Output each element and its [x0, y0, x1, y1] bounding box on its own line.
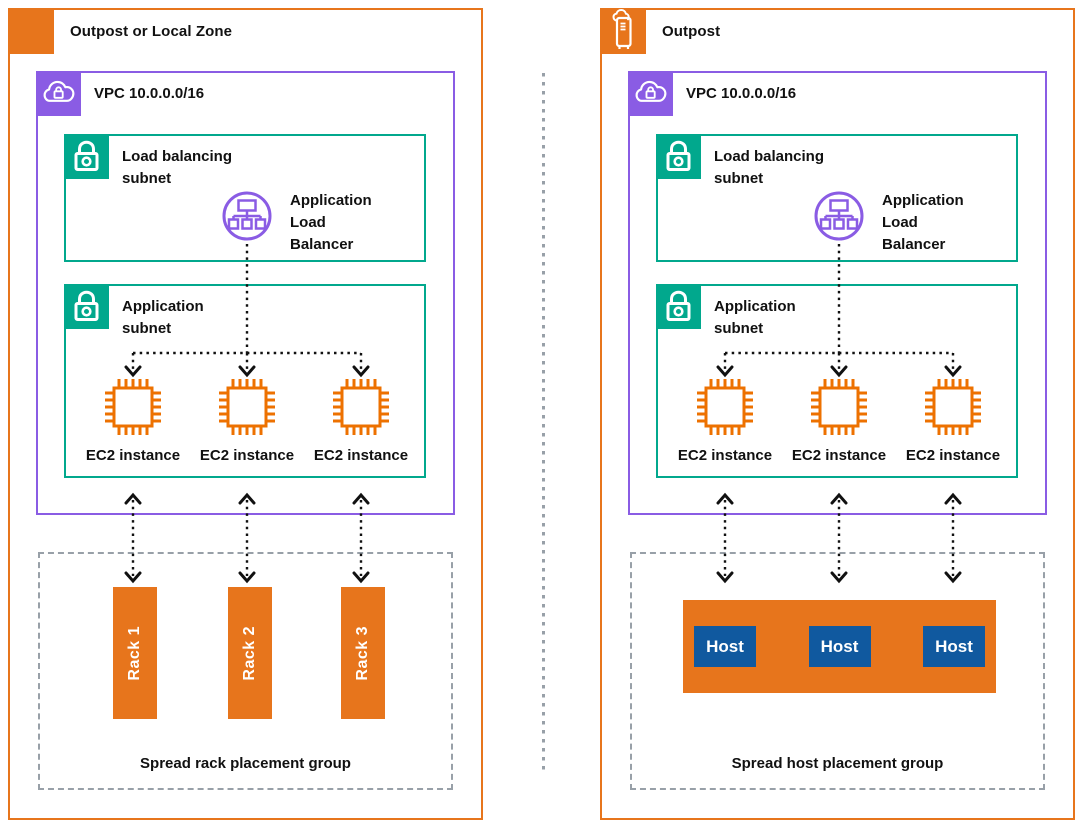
rack-label: Rack 1: [126, 625, 143, 681]
subnet-lock-icon: [64, 284, 109, 329]
outpost-or-local-zone-panel: Outpost or Local Zone VPC 10.0.0.0/16 Lo…: [8, 8, 483, 820]
subnet-label: Application subnet: [122, 298, 204, 337]
ec2-chip-icon: [216, 376, 278, 438]
ec2-instance: EC2 instance: [779, 376, 899, 464]
host-label: Host: [820, 636, 859, 656]
rack-bar: Rack 1: [113, 587, 157, 719]
subnet-lock-icon: [656, 284, 701, 329]
ec2-chip-icon: [694, 376, 756, 438]
ec2-instance: EC2 instance: [73, 376, 193, 464]
rack-bar: Rack 2: [228, 587, 272, 719]
outpost-panel: Outpost VPC 10.0.0.0/16 Load balancing s…: [600, 8, 1075, 820]
vpc-cidr-label: VPC 10.0.0.0/16: [686, 85, 797, 102]
vpc-cloud-icon: [628, 71, 673, 116]
vpc-cloud-icon: [36, 71, 81, 116]
host-label: Host: [706, 636, 744, 656]
rack-label: Rack 3: [354, 625, 371, 681]
spread-host-placement-group: Host Host Host Spread host placement gro…: [630, 552, 1045, 790]
host-box: Host: [694, 626, 756, 667]
load-balancer-icon: [813, 190, 865, 242]
outposts-icon: [600, 8, 646, 54]
vpc-container: VPC 10.0.0.0/16 Load balancing subnet Ap…: [36, 71, 455, 515]
ec2-chip-icon: [922, 376, 984, 438]
vpc-container: VPC 10.0.0.0/16 Load balancing subnet Ap…: [628, 71, 1047, 515]
ec2-instance: EC2 instance: [665, 376, 785, 464]
load-balancer-icon: [221, 190, 273, 242]
alb-label: Application Load Balancer: [290, 192, 372, 253]
host-box: Host: [923, 626, 985, 667]
ec2-chip-icon: [102, 376, 164, 438]
application-subnet: Application subnet EC2 instance EC2 inst…: [656, 284, 1018, 478]
ec2-chip-icon: [808, 376, 870, 438]
load-balancing-subnet: Load balancing subnet Application Load B…: [656, 134, 1018, 262]
placement-group-caption: Spread host placement group: [731, 755, 944, 772]
ec2-instance-label: EC2 instance: [905, 447, 1001, 464]
ec2-instance-label: EC2 instance: [791, 447, 887, 464]
ec2-instance: EC2 instance: [301, 376, 421, 464]
ec2-instance-label: EC2 instance: [313, 447, 409, 464]
ec2-instance: EC2 instance: [187, 376, 307, 464]
panel-title: Outpost: [662, 22, 721, 40]
host-label: Host: [935, 636, 973, 656]
rack-label: Rack 2: [241, 625, 258, 681]
subnet-label: Application subnet: [714, 298, 796, 337]
outpost-host-bar: Host Host Host: [683, 600, 996, 693]
ec2-instance-label: EC2 instance: [85, 447, 181, 464]
alb-label: Application Load Balancer: [882, 192, 964, 253]
subnet-label: Load balancing subnet: [714, 148, 825, 187]
panel-title: Outpost or Local Zone: [70, 22, 233, 40]
local-zone-icon: [8, 8, 54, 54]
host-box: Host: [808, 626, 871, 667]
ec2-instance: EC2 instance: [893, 376, 1013, 464]
subnet-label: Load balancing subnet: [122, 148, 233, 187]
subnet-lock-icon: [64, 134, 109, 179]
ec2-instance-label: EC2 instance: [677, 447, 773, 464]
subnet-lock-icon: [656, 134, 701, 179]
ec2-chip-icon: [330, 376, 392, 438]
placement-group-caption: Spread rack placement group: [140, 755, 351, 772]
application-subnet: Application subnet EC2 instance EC2 inst…: [64, 284, 426, 478]
load-balancing-subnet: Load balancing subnet Application Load B…: [64, 134, 426, 262]
vpc-cidr-label: VPC 10.0.0.0/16: [94, 85, 205, 102]
spread-rack-placement-group: Rack 1 Rack 2 Rack 3 Spread rack placeme…: [38, 552, 453, 790]
rack-bar: Rack 3: [341, 587, 385, 719]
ec2-instance-label: EC2 instance: [199, 447, 295, 464]
panel-divider: [542, 73, 545, 773]
